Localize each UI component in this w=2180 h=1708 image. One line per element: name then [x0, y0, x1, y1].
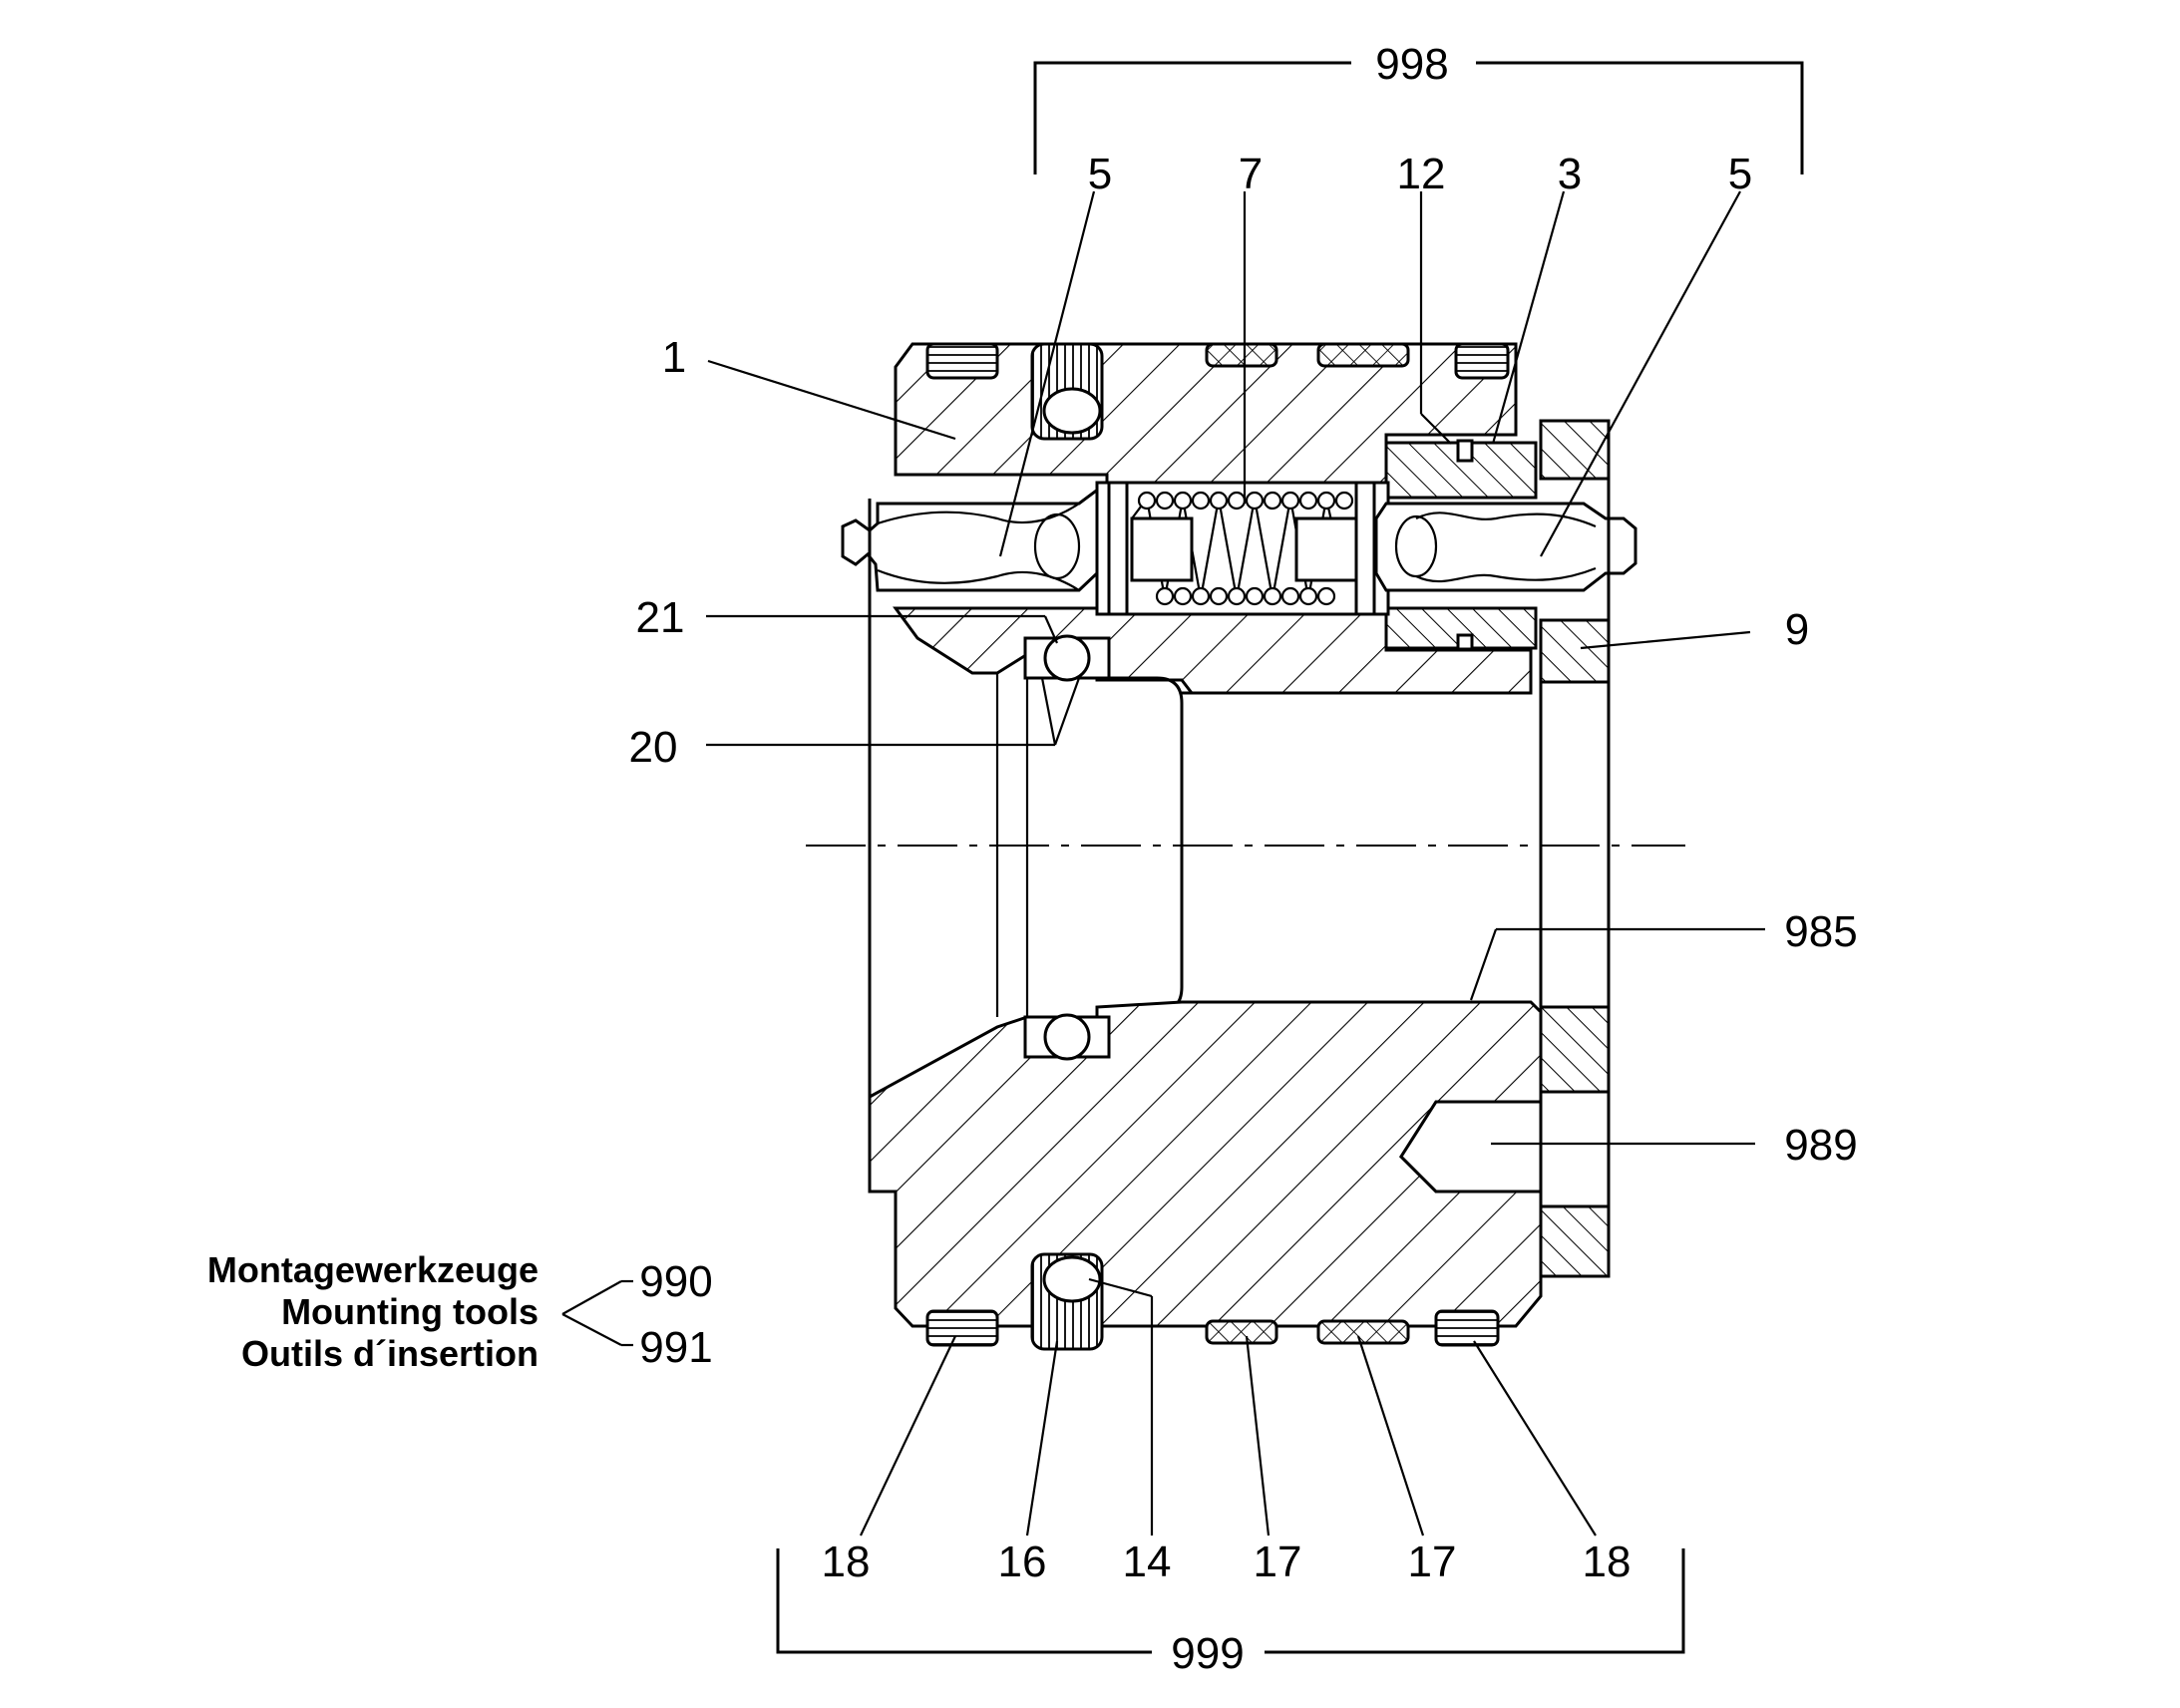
pin-right [1374, 502, 1637, 592]
label-989: 989 [1784, 1121, 1857, 1170]
label-14: 14 [1123, 1537, 1172, 1586]
bracket-999 [776, 1548, 1685, 1654]
label-999: 999 [1171, 1629, 1244, 1678]
label-3: 3 [1558, 150, 1582, 198]
legend-line-french: Outils d´insertion [241, 1333, 539, 1374]
rings-bottom [925, 1309, 1500, 1347]
label-17-left: 17 [1254, 1537, 1302, 1586]
label-16: 16 [998, 1537, 1047, 1586]
label-1: 1 [662, 333, 686, 382]
spring-part-7 [1130, 491, 1358, 606]
label-20: 20 [629, 723, 678, 772]
label-5-left: 5 [1088, 150, 1112, 198]
label-18-left: 18 [822, 1537, 871, 1586]
label-12: 12 [1397, 150, 1446, 198]
bracket-998 [1033, 61, 1804, 174]
label-985: 985 [1784, 907, 1857, 956]
label-21: 21 [636, 593, 685, 642]
legend-line-german: Montagewerkzeuge [207, 1249, 539, 1290]
label-5-right: 5 [1728, 150, 1752, 198]
part-labels: 998 999 1 5 7 12 3 5 21 20 9 985 989 990… [629, 40, 1858, 1678]
label-18-right: 18 [1583, 1537, 1632, 1586]
pin-left [841, 485, 1101, 592]
label-998: 998 [1375, 40, 1448, 89]
label-991: 991 [639, 1323, 712, 1372]
part-9-block [1539, 419, 1611, 1278]
mounting-tools-legend: Montagewerkzeuge Mounting tools Outils d… [207, 1249, 539, 1374]
label-9: 9 [1785, 605, 1809, 654]
bearing-upper [1023, 634, 1111, 1061]
rings-top [925, 342, 1510, 380]
label-990: 990 [639, 1257, 712, 1306]
label-7: 7 [1239, 150, 1263, 198]
legend-line-english: Mounting tools [281, 1291, 539, 1332]
label-17-right: 17 [1408, 1537, 1457, 1586]
part-3-insert [1384, 439, 1538, 651]
housing-lower [868, 1000, 1543, 1328]
leader-lines [561, 190, 1765, 1537]
